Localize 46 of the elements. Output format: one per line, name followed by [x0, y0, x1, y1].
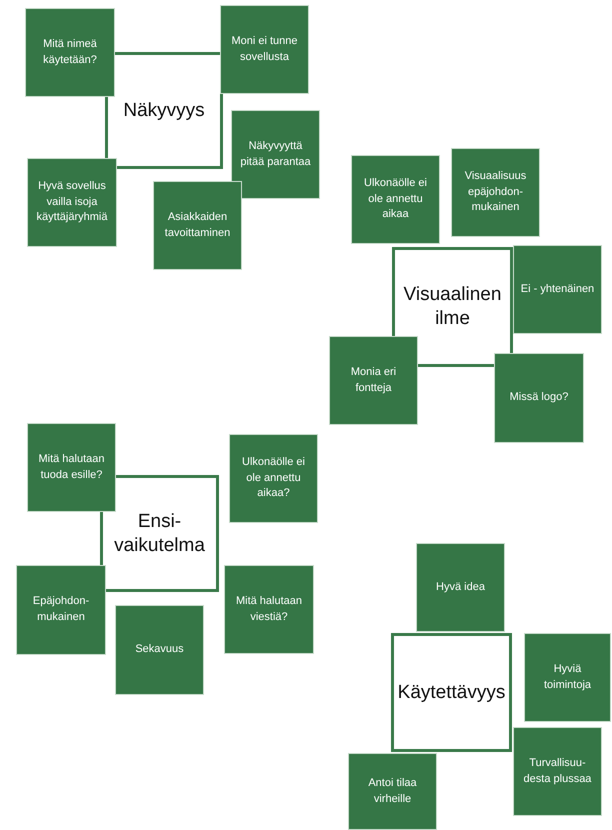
sticky-note: [513, 245, 602, 334]
sticky-note: [416, 543, 505, 632]
sticky-note: [229, 434, 318, 523]
topic-title: Ensi- vaikutelma: [114, 510, 205, 558]
sticky-note: [27, 423, 116, 512]
topic-box: [392, 247, 513, 367]
note-text: Visuaalisuus epäjohdon- mukainen: [464, 168, 528, 216]
sticky-note: [27, 158, 117, 247]
sticky-note: [153, 181, 242, 270]
note-text: Sekavuus: [135, 642, 184, 658]
sticky-note: [220, 5, 309, 94]
note-text: Ei - yhtenäinen: [520, 282, 594, 297]
note-text: Näkyvyyttä pitää parantaa: [239, 138, 312, 170]
topic-box: [105, 52, 223, 169]
note-text: Hyvä sovellus vailla isoja käyttäjäryhmiä: [36, 178, 108, 226]
note-text: Ulkonäölle ei ole annettu aikaa: [363, 176, 428, 222]
note-text: Missä logo?: [510, 390, 568, 406]
topic-box: [391, 633, 512, 752]
note-text: Antoi tilaa virheille: [367, 776, 418, 806]
note-text: Mitä halutaan tuoda esille?: [37, 452, 106, 482]
note-text: Turvallisuu- desta plussaa: [522, 756, 592, 786]
sticky-note: [351, 155, 440, 244]
sticky-note: [451, 148, 540, 237]
note-text: Moni ei tunne sovellusta: [230, 34, 299, 64]
topic-box: [100, 475, 219, 592]
note-text: Mitä halutaan viestiä?: [234, 594, 304, 624]
sticky-note: [25, 8, 115, 97]
sticky-note: [524, 633, 611, 722]
note-text: Ulkonäölle ei ole annettu aikaa?: [241, 454, 306, 502]
note-text: Mitä nimeä käytetään?: [42, 36, 98, 68]
note-text: Hyvä idea: [436, 580, 485, 595]
topic-title: Visuaalinen ilme: [404, 283, 502, 331]
sticky-note: [224, 565, 314, 654]
sticky-note: [513, 727, 602, 816]
sticky-note: [348, 753, 437, 830]
note-text: Monia eri fontteja: [350, 364, 398, 396]
topic-title: Näkyvyys: [123, 98, 205, 122]
sticky-note: [494, 353, 584, 443]
sticky-note: [329, 336, 418, 425]
topic-title: Käytettävyys: [398, 680, 506, 704]
sticky-note: [115, 605, 204, 695]
sticky-note: [16, 565, 106, 655]
sticky-note: [231, 110, 320, 199]
note-text: Asiakkaiden tavoittaminen: [164, 210, 232, 240]
note-text: Hyviä toimintoja: [542, 662, 592, 692]
note-text: Epäjohdon- mukainen: [32, 594, 90, 625]
